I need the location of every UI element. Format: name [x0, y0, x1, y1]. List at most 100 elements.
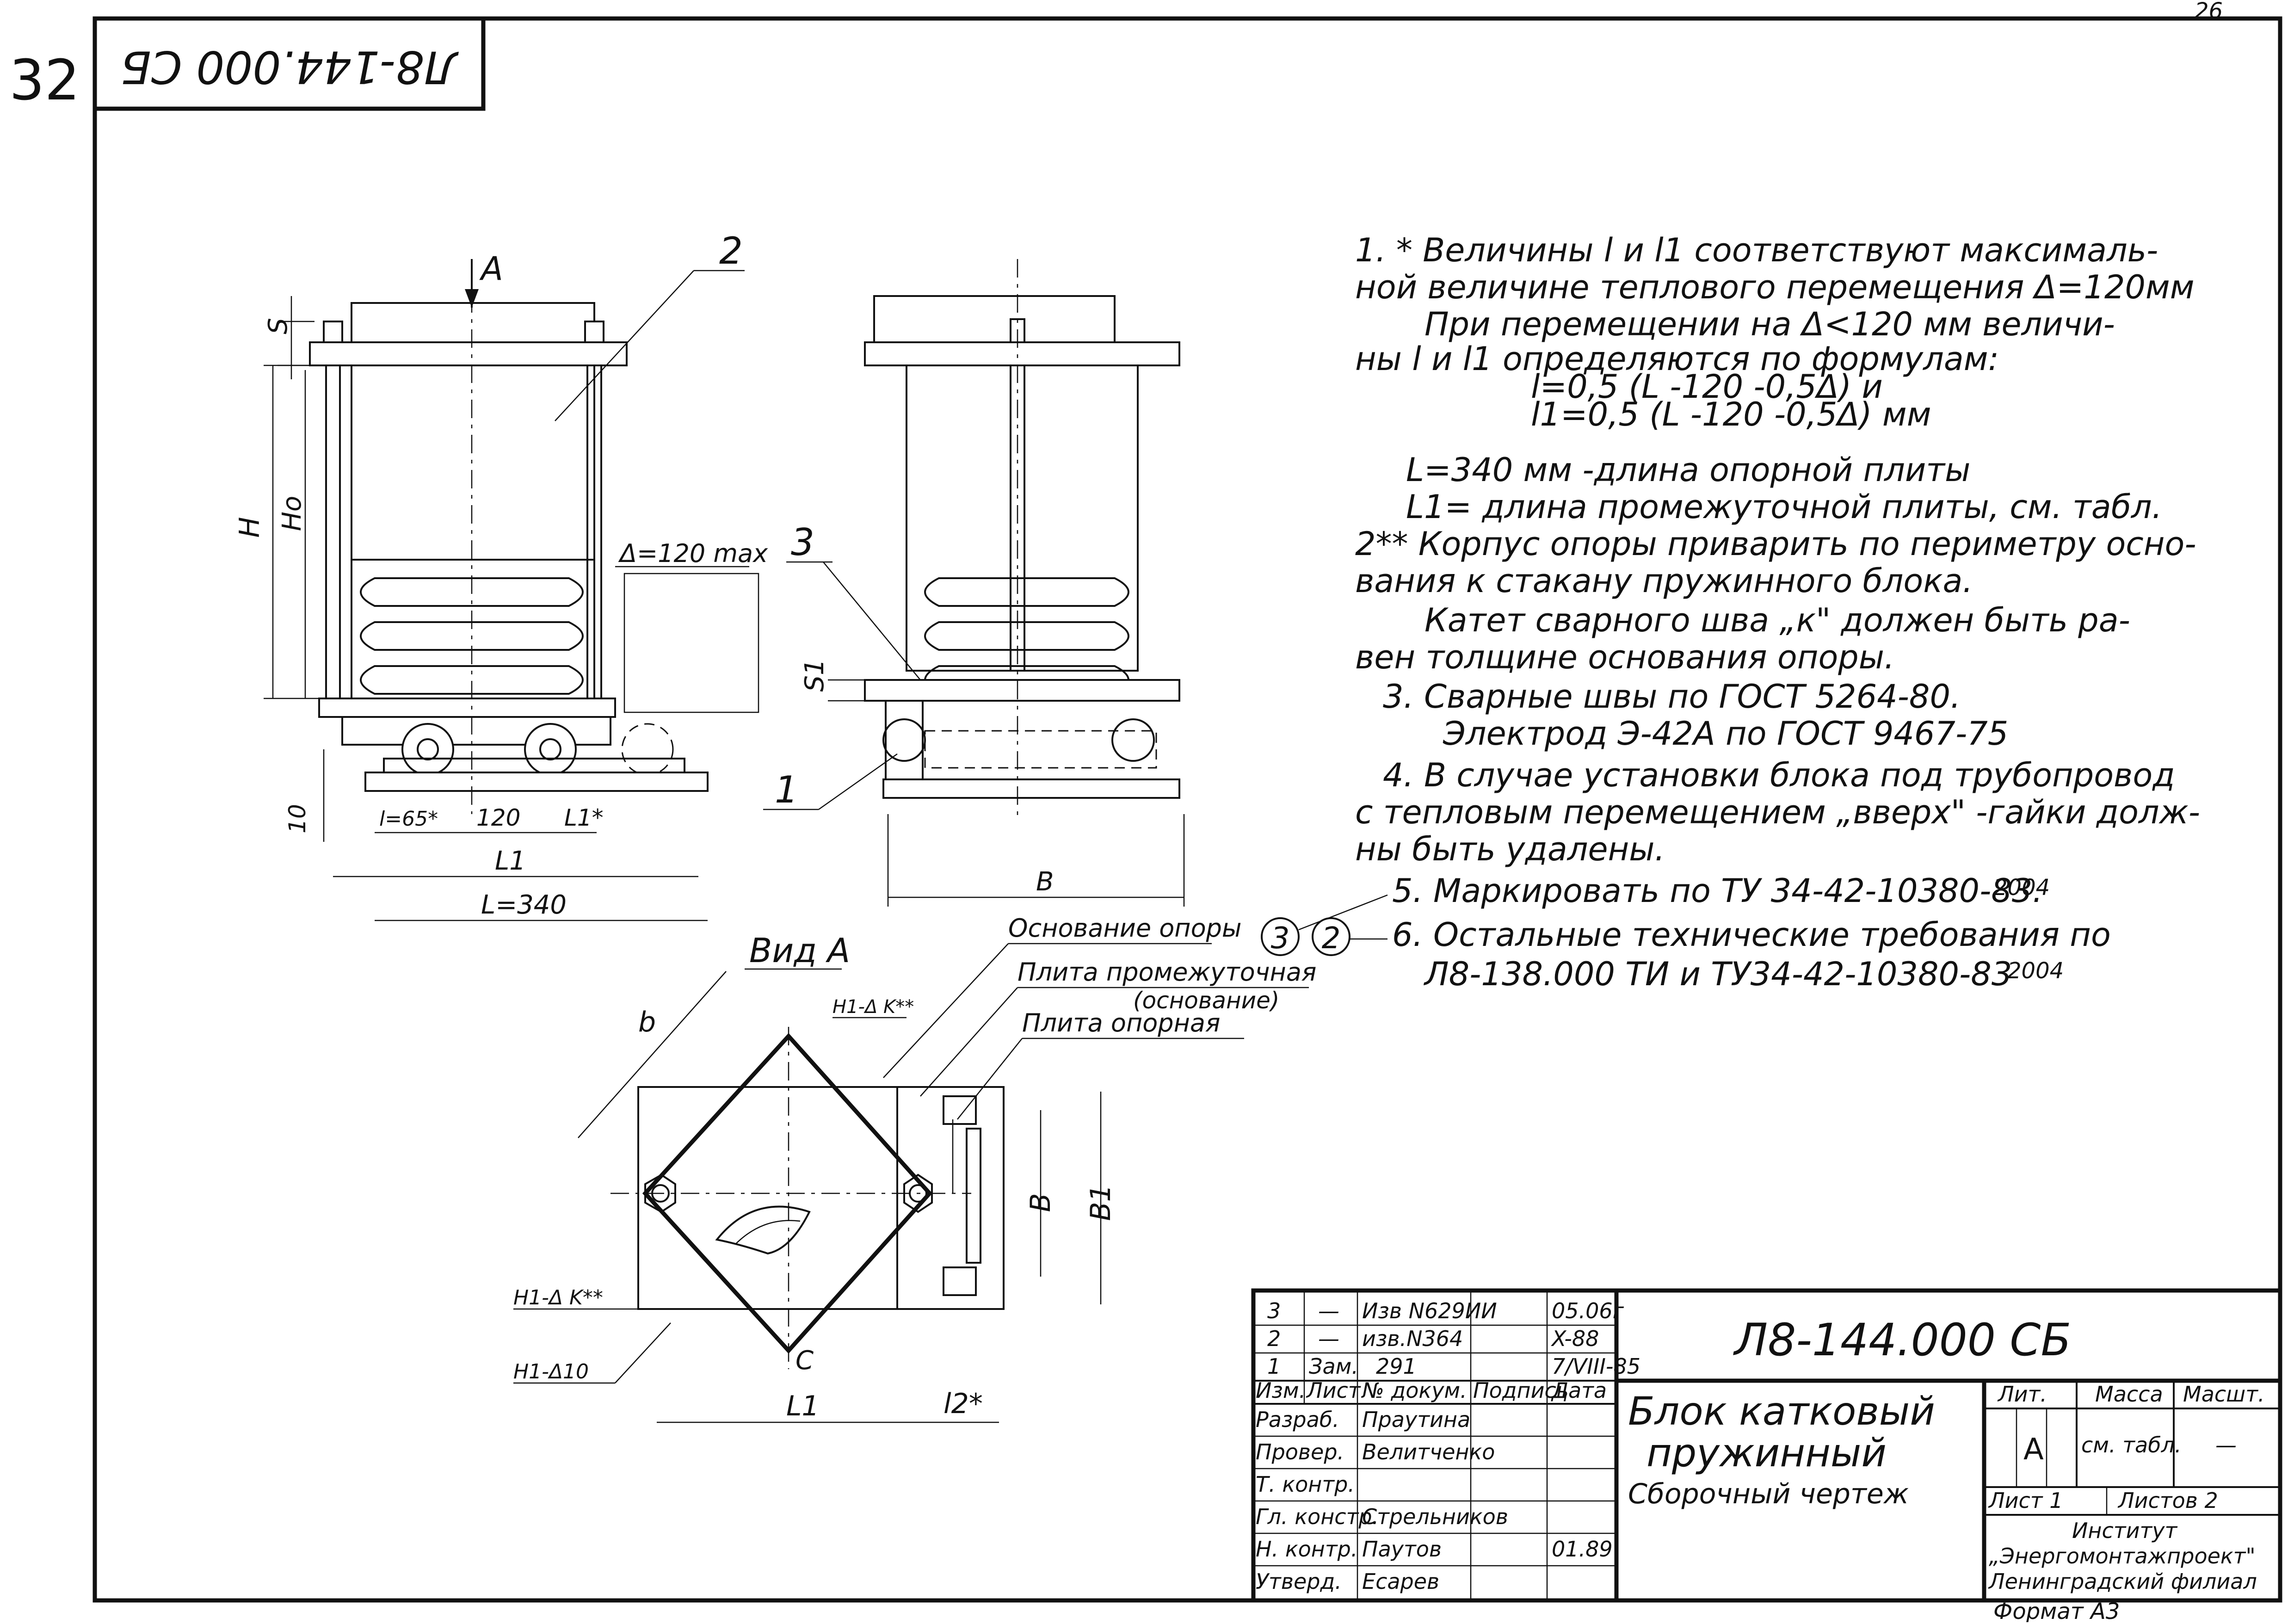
note-line-11: Катет сварного шва „к" должен быть ра- — [1424, 601, 2130, 639]
dim-h: H — [234, 517, 266, 537]
rev-2-n: 2 — [1267, 1326, 1281, 1351]
note-line-10: вания к стакану пружинного блока. — [1355, 562, 1973, 600]
role-6: Утверд. — [1256, 1569, 1342, 1594]
role-2: Провер. — [1256, 1439, 1344, 1464]
rev-3-doc: 291 — [1376, 1354, 1417, 1379]
tb-designation: Л8-144.000 СБ — [1733, 1314, 2071, 1366]
rev-1-doc: Изв N629ИИ — [1362, 1298, 1497, 1323]
role-3: Т. контр. — [1256, 1472, 1355, 1497]
view-a-title: Вид А — [749, 931, 850, 970]
side-view: S1 B 3 1 — [763, 259, 1185, 907]
note-line-16: с тепловым перемещением „вверх" -гайки д… — [1355, 793, 2200, 831]
tb-org-3: Ленинградский филиал — [1988, 1569, 2257, 1594]
tb-org-2: „Энергомонтажпроект" — [1989, 1544, 2256, 1568]
dim-l340: L=340 — [481, 890, 567, 920]
tb-scale-value: — — [2215, 1433, 2237, 1457]
note-line-13: 3. Сварные швы по ГОСТ 5264-80. — [1383, 678, 1961, 716]
front-view: А S H Ho 10 l=65* 120 L1* L1 L=340 Δ=120… — [234, 229, 768, 921]
dim-delta-max: Δ=120 max — [618, 539, 768, 568]
tb-mass-value: см. табл. — [2081, 1433, 2182, 1457]
dim-l-star: l=65* — [379, 807, 438, 831]
tb-col-lit: Лит. — [1997, 1382, 2047, 1407]
tb-name-3: Сборочный чертеж — [1628, 1478, 1909, 1510]
note-line-1: 1. * Величины l и l1 соответствуют макси… — [1355, 231, 2158, 269]
role-1-name: Праутина — [1362, 1407, 1470, 1432]
note-line-14: Электрод Э-42А по ГОСТ 9467-75 — [1443, 715, 2008, 753]
view-a: Вид А b B B1 C L1 l2* H1-Δ K* — [513, 914, 1316, 1423]
callout-plita-prom-sub: (основание) — [1133, 987, 1279, 1014]
role-5-name: Паутов — [1362, 1537, 1442, 1562]
callout-2: 2 — [719, 229, 743, 272]
weld-bot: H1-Δ10 — [513, 1360, 589, 1383]
role-4: Гл. констр. — [1256, 1504, 1379, 1529]
view-diag-b: b — [638, 1006, 656, 1038]
note-line-5: l=0,5 (L -120 -0,5Δ) и — [1531, 368, 1883, 406]
technical-notes: 1. * Величины l и l1 соответствуют макси… — [1261, 231, 2200, 993]
hdr-date: Дата — [1551, 1378, 1607, 1403]
rev-2-doc: изв.N364 — [1362, 1326, 1463, 1351]
callout-plita-opor: Плита опорная — [1022, 1008, 1220, 1037]
note-circle-3: 3 — [1271, 921, 1290, 956]
tb-sheet: Лист 1 — [1988, 1488, 2063, 1513]
hdr-doc: № докум. — [1361, 1378, 1467, 1403]
view-b: B — [1024, 1193, 1057, 1212]
callout-1: 1 — [775, 768, 798, 811]
note-line-7: L=340 мм -длина опорной плиты — [1406, 451, 1970, 489]
rev-2-sheet: — — [1318, 1326, 1339, 1351]
tb-col-mass: Масса — [2095, 1382, 2163, 1407]
stamp-code: Л8-144.000 СБ — [121, 41, 459, 93]
dim-s1: S1 — [800, 659, 830, 692]
view-l1: L1 — [786, 1390, 820, 1422]
view-a-arrow: А — [479, 250, 503, 288]
dim-120: 120 — [476, 804, 520, 831]
tb-name-1: Блок катковый — [1628, 1389, 1935, 1434]
tb-format: Формат А3 — [1993, 1599, 2120, 1622]
callout-plita-prom: Плита промежуточная — [1018, 957, 1316, 987]
dim-ho: Ho — [277, 496, 307, 531]
title-block: 3 — Изв N629ИИ 05.06г 2 — изв.N364 X-88 … — [1251, 1288, 2282, 1603]
tb-org-1: Институт — [2072, 1518, 2177, 1543]
rev-3-date: 7/VIII-85 — [1552, 1354, 1640, 1379]
rev-1-n: 3 — [1267, 1298, 1281, 1323]
tb-name-2: пружинный — [1646, 1430, 1887, 1476]
note-line-15: 4. В случае установки блока под трубопро… — [1383, 756, 2175, 794]
tb-lit-value: А — [2023, 1433, 2044, 1467]
weld-top: H1-Δ K** — [832, 996, 914, 1018]
note-line-19: 6. Остальные технические требования по — [1392, 916, 2111, 954]
hdr-sign: Подпись — [1473, 1378, 1569, 1403]
note-line-6: l1=0,5 (L -120 -0,5Δ) мм — [1531, 395, 1931, 433]
role-4-name: Стрельников — [1362, 1504, 1508, 1529]
rev-3-n: 1 — [1267, 1354, 1281, 1379]
stamp-box: Л8-144.000 СБ — [92, 16, 486, 111]
note-year-5: 2004 — [1993, 875, 2050, 901]
note-line-4: ны l и l1 определяются по формулам: — [1355, 340, 1999, 378]
rev-1-date: 05.06г — [1552, 1298, 1624, 1323]
hdr-list: Лист — [1306, 1378, 1361, 1403]
tb-sheets: Листов 2 — [2117, 1488, 2218, 1513]
note-line-18: 5. Маркировать по ТУ 34-42-10380-83. — [1392, 872, 2043, 910]
page-corner-number: 32 — [9, 49, 80, 113]
note-year-6: 2004 — [2007, 958, 2064, 984]
rev-1-sheet: — — [1318, 1298, 1339, 1323]
note-line-2: ной величине теплового перемещения Δ=120… — [1355, 268, 2195, 306]
note-circle-2: 2 — [1322, 921, 1341, 956]
view-c: C — [796, 1346, 814, 1376]
dim-l1-star: L1* — [564, 804, 604, 831]
role-5: Н. контр. — [1256, 1537, 1357, 1562]
dim-10: 10 — [284, 804, 311, 834]
dim-s: S — [263, 318, 293, 334]
rev-2-date: X-88 — [1551, 1326, 1599, 1351]
note-line-12: вен толщине основания опоры. — [1355, 638, 1894, 676]
dim-l1: L1 — [495, 846, 526, 876]
sheet-frame — [92, 16, 2282, 1603]
callout-3: 3 — [791, 521, 814, 564]
view-b1: B1 — [1085, 1184, 1117, 1221]
role-1: Разраб. — [1256, 1407, 1339, 1432]
callout-osnovanie: Основание опоры — [1008, 914, 1242, 943]
hdr-izm: Изм. — [1256, 1378, 1306, 1403]
role-2-name: Велитченко — [1362, 1439, 1495, 1464]
tb-col-scale: Масшт. — [2183, 1382, 2265, 1407]
dim-b-side: B — [1036, 867, 1054, 897]
weld-mid: H1-Δ K** — [513, 1286, 603, 1309]
